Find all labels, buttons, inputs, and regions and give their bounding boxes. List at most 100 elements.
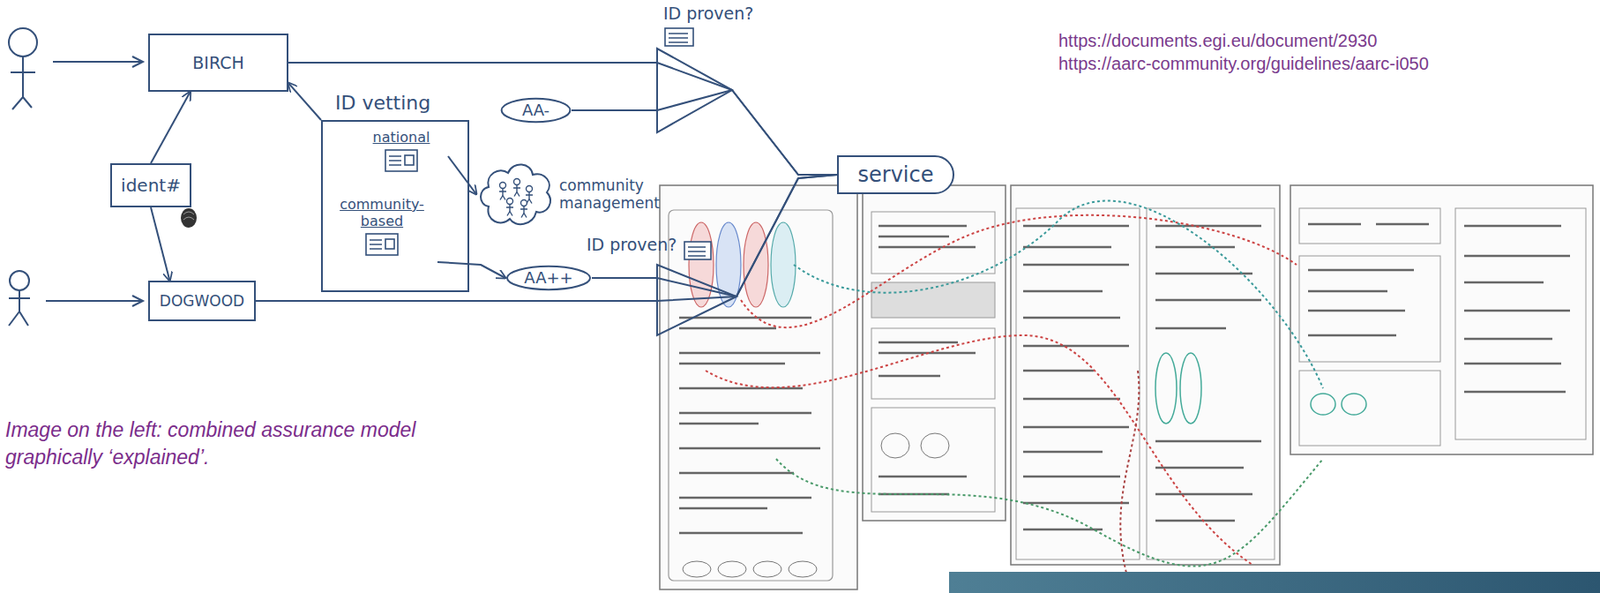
connector [288,82,322,120]
document-outline [366,233,398,255]
panel-oval [1310,393,1336,415]
ellipse-shape [501,98,571,122]
panel-oval [753,560,782,577]
panel-inner-box [871,211,995,274]
panel-text-bars [878,225,976,494]
node-text: service [858,162,935,188]
document-icon [384,149,419,172]
panel-oval [1180,352,1202,424]
document-icon [665,28,694,46]
framework-panel [862,185,1006,521]
connector [448,156,477,195]
connector [571,89,838,175]
person-head [514,179,521,186]
fingerprint [180,208,197,228]
framework-panel [1290,185,1593,455]
assurance-ellipse: AA++ [505,264,592,292]
node-text: ident# [120,174,181,196]
person-body [513,185,521,197]
document-lines [687,246,706,256]
person-head [526,186,533,193]
connector [437,261,506,278]
service-box: service [837,155,955,195]
document-photo [385,239,395,249]
document-source: community-based [326,195,438,285]
reference-url: https://documents.egi.eu/document/2930 [1058,29,1377,52]
node-text: BIRCH [192,52,244,74]
panel-oval [1155,352,1177,424]
document-lines [668,33,688,43]
assurance-ellipse: AA- [500,97,572,124]
identifier-box: ident# [110,163,192,208]
cloud-outline [480,164,551,225]
panel-inner-box [1299,370,1441,446]
panel-text-bars [1023,225,1262,530]
community-cloud: community management [476,155,662,233]
node-text: AA- [522,100,550,120]
node-text: DOGWOOD [159,291,245,310]
panel-inner-box [1455,208,1586,440]
node-text: community management [559,176,658,213]
document-lines [369,239,382,249]
panel-oval [688,222,714,307]
mapping-curve [740,215,1297,328]
community-cloud-drawing [476,155,556,233]
merge-funnel [657,48,733,133]
identity-provider-box: DOGWOOD [148,280,256,322]
framework-panel [1010,185,1280,565]
document-icon [684,241,711,260]
person-body [520,206,528,218]
panel-oval [770,222,796,307]
panel-oval [881,433,910,458]
panel-text-bars [1308,224,1571,392]
framework-panel [659,185,858,590]
panel-oval [717,560,747,577]
question-note: ID proven? [663,3,754,24]
document-icon [365,232,399,256]
mapping-curve [776,458,1324,567]
node-text: AA++ [523,268,573,288]
stick-figure-head [9,270,30,291]
panel-oval [682,560,711,577]
bottom-bar [949,571,1600,593]
stick-figure-body [8,290,30,326]
stick-figure-body [10,56,36,110]
panel-oval [920,433,950,458]
panel-oval [743,222,769,307]
reference-url: https://aarc-community.org/guidelines/aa… [1058,52,1429,75]
panel-text-bars [679,317,821,533]
panel-inner-box [871,328,995,399]
document-lines [388,156,402,165]
person-head [521,200,528,207]
document-outline [684,241,711,260]
panel-inner-box [1146,208,1275,560]
mapping-curve [705,335,1253,565]
panel-inner-box [668,209,833,581]
person-head [507,198,514,205]
document-outline [385,149,418,172]
panel-inner-box [1299,255,1441,362]
person-body [499,188,507,201]
mapping-curve [1120,370,1139,583]
mapping-curve [793,201,1324,389]
connector [150,91,191,164]
arrow [52,56,143,68]
panel-oval [1341,393,1367,415]
panel-inner-box [871,407,995,512]
person-body [506,204,514,217]
stick-figure-head [8,28,38,57]
connector [288,62,838,175]
node-text: national [354,128,449,146]
document-outline [665,28,694,46]
node-text: community-based [326,195,438,230]
panel-oval [788,560,817,577]
fingerprint-lines [183,211,195,220]
document-photo [404,155,414,165]
connector [150,207,170,281]
document-source: national [354,128,449,184]
figure-caption: Image on the left: combined assurance mo… [5,416,447,472]
identity-provider-box: BIRCH [148,33,289,92]
panel-inner-box [1299,208,1441,244]
ellipse-shape [507,266,591,290]
